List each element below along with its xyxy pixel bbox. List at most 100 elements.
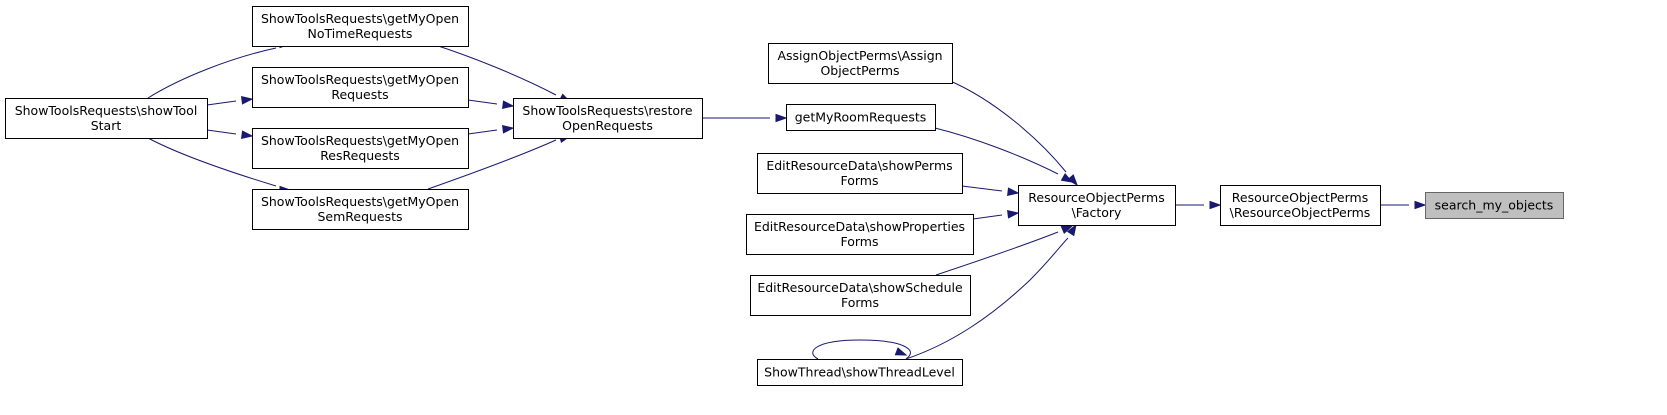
node-label-line: ResourceObjectPerms (1028, 190, 1164, 205)
node-get-my-room-requests[interactable]: getMyRoomRequests (786, 104, 936, 131)
node-label-line: NoTimeRequests (308, 26, 413, 41)
edge-arrowhead (775, 113, 788, 123)
edge-arrowhead (1066, 223, 1077, 237)
node-box (252, 189, 469, 230)
edge-showToolStart-to-getMyOpenRequests (206, 96, 254, 106)
node-label-line: ShowToolsRequests\getMyOpen (261, 133, 459, 148)
node-label-line: getMyRoomRequests (795, 110, 927, 125)
node-label-line: EditResourceData\showSchedule (757, 280, 963, 295)
edge-line (147, 47, 277, 99)
node-box (252, 67, 469, 108)
node-box (768, 43, 953, 84)
node-label-line: ResRequests (320, 148, 400, 163)
edge-arrowhead (241, 130, 254, 139)
edge-line (812, 339, 911, 360)
edge-arrowhead (241, 96, 254, 105)
node-assign-object-perms[interactable]: AssignObjectPerms\AssignObjectPerms (768, 43, 953, 84)
edge-line (934, 127, 1059, 175)
node-label-line: \Factory (1072, 205, 1122, 220)
edge-arrowhead (1060, 173, 1074, 183)
edge-line (427, 139, 557, 190)
edge-arrowhead (1414, 200, 1427, 210)
edge-getMyRoomRequests-to-factory (934, 127, 1074, 183)
edge-arrowhead (502, 125, 515, 134)
node-label-line: ObjectPerms (820, 63, 899, 78)
edge-arrowhead (894, 347, 908, 356)
node-resource-object-perms[interactable]: ResourceObjectPerms\ResourceObjectPerms (1220, 185, 1381, 226)
node-label-line: AssignObjectPerms\Assign (777, 48, 942, 63)
node-box (746, 214, 974, 255)
edge-line (947, 79, 1067, 173)
node-box (252, 6, 469, 47)
node-box (1220, 185, 1381, 226)
edge-line (467, 129, 498, 135)
node-label-line: ShowThread\showThreadLevel (764, 365, 955, 380)
node-label-line: ShowToolsRequests\getMyOpen (261, 194, 459, 209)
node-label-line: ShowToolsRequests\restore (522, 103, 693, 118)
node-box (1425, 192, 1564, 219)
edge-restoreOpen-to-getMyRoomRequests (702, 113, 788, 123)
node-label-line: OpenRequests (562, 118, 653, 133)
node-box (750, 275, 971, 316)
edge-line (467, 99, 498, 105)
edge-arrowhead (1007, 210, 1020, 219)
edge-arrowhead (1060, 225, 1074, 235)
edge-line (935, 231, 1059, 276)
edge-arrowhead (502, 100, 515, 109)
node-box (252, 128, 469, 169)
node-box (1018, 185, 1176, 226)
node-label-line: ShowToolsRequests\showTool (15, 103, 198, 118)
edge-line (206, 129, 237, 135)
node-label-line: Start (91, 118, 122, 133)
edge-line (206, 100, 237, 106)
node-label-line: Forms (840, 234, 878, 249)
node-label-line: ResourceObjectPerms (1232, 190, 1368, 205)
node-label-line: search_my_objects (1435, 198, 1554, 213)
edge-assignObjectPerms-to-factory (947, 79, 1078, 187)
node-box (5, 98, 208, 139)
nodes-layer: ShowToolsRequests\showToolStartShowTools… (5, 6, 1564, 386)
edge-line (431, 43, 557, 96)
edge-getMyOpenRes-to-restoreOpen (467, 125, 515, 135)
edge-line (972, 214, 1003, 220)
node-get-my-open-no-time[interactable]: ShowToolsRequests\getMyOpenNoTimeRequest… (252, 6, 469, 47)
edge-showPermsForms-to-factory (961, 185, 1020, 196)
edge-showPropertiesForms-to-factory (972, 210, 1020, 220)
node-label-line: \ResourceObjectPerms (1230, 205, 1371, 220)
edge-resourceObjectPerms-to-searchMyObjects (1380, 200, 1427, 210)
edge-getMyOpenRequests-to-restoreOpen (467, 99, 515, 109)
edge-arrowhead (1209, 200, 1222, 210)
edge-factory-to-resourceObjectPerms (1175, 200, 1222, 210)
edge-line (147, 137, 277, 187)
node-label-line: EditResourceData\showProperties (754, 219, 965, 234)
node-label-line: EditResourceData\showPerms (766, 158, 952, 173)
node-label-line: Forms (841, 295, 879, 310)
edge-showToolStart-to-getMyOpenRes (206, 129, 254, 139)
edge-line (905, 237, 1069, 360)
node-box (757, 359, 963, 386)
node-label-line: ShowToolsRequests\getMyOpen (261, 11, 459, 26)
node-label-line: Forms (840, 173, 878, 188)
node-label-line: SemRequests (317, 209, 402, 224)
node-label-line: ShowToolsRequests\getMyOpen (261, 72, 459, 87)
node-factory[interactable]: ResourceObjectPerms\Factory (1018, 185, 1176, 226)
node-label-line: Requests (331, 87, 388, 102)
edge-showThreadLevel-to-factory (905, 223, 1077, 360)
node-box (513, 98, 703, 139)
node-show-thread-level[interactable]: ShowThread\showThreadLevel (757, 359, 963, 386)
edge-line (961, 185, 1003, 192)
node-search-my-objects: search_my_objects (1425, 192, 1564, 219)
node-box (757, 153, 963, 194)
edge-showThreadLevel-to-showThreadLevel (812, 339, 911, 360)
edge-arrowhead (1007, 187, 1020, 196)
node-box (786, 104, 936, 131)
